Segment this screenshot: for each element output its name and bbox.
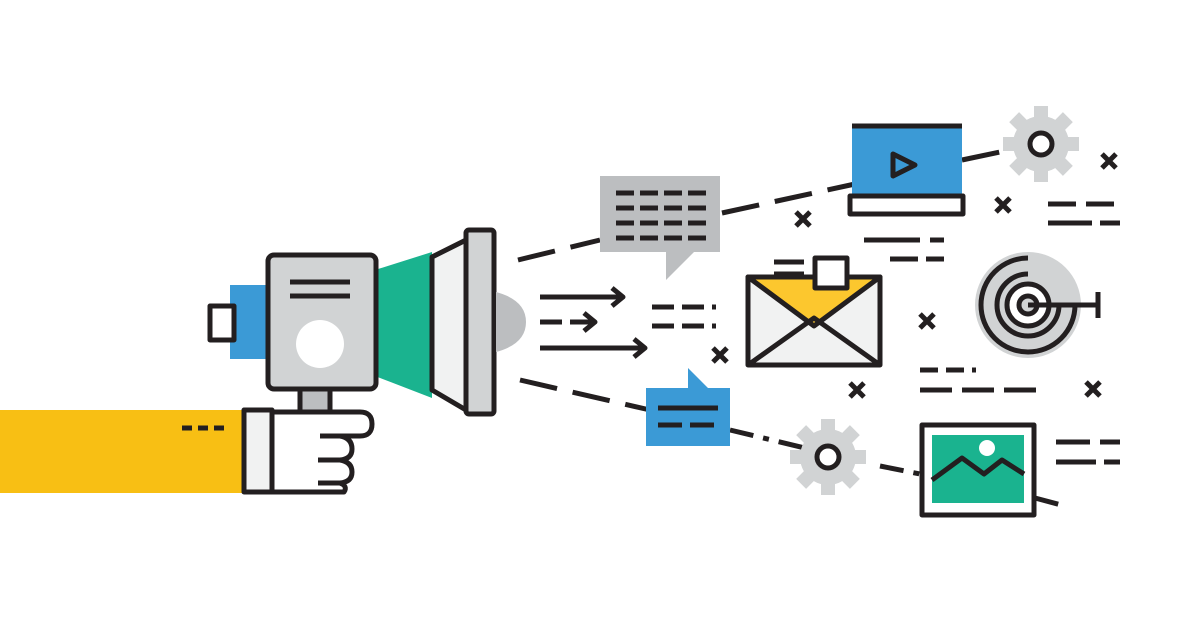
gear-icon [790,419,866,495]
hand [241,407,375,495]
arrows [540,286,648,359]
email-envelope-icon [745,255,883,368]
gear-icon [1003,106,1079,182]
megaphone [207,227,526,417]
arm-sleeve [0,410,245,493]
target-icon [975,252,1101,358]
cross-marks [711,152,1118,399]
broadcast-lines [517,149,1001,413]
text-dashes [652,201,1120,465]
image-frame-icon [919,422,1037,518]
video-player-icon [847,123,966,217]
gray-speech-bubble [600,176,720,280]
dash-dot-lines [729,427,1066,509]
blue-chat-bubble [646,368,730,446]
